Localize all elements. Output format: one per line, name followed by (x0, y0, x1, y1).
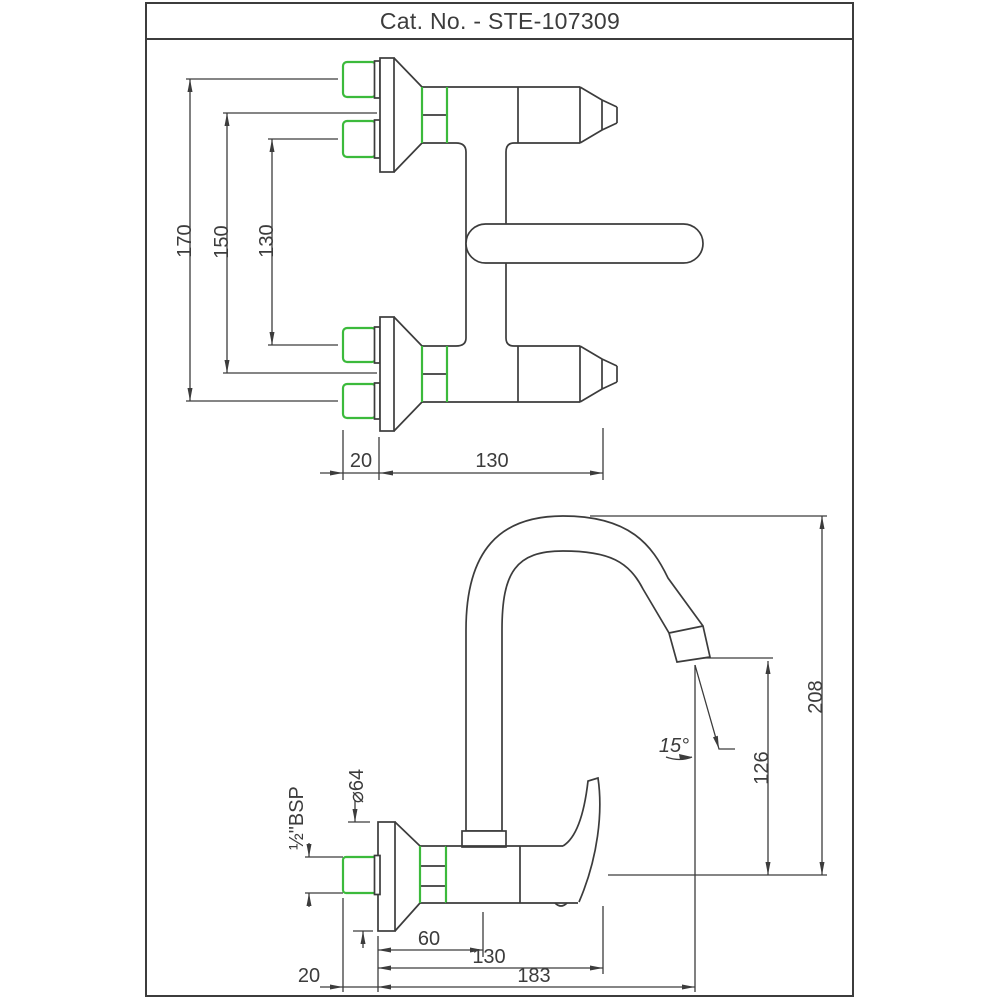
inlet-pipe (341, 119, 378, 159)
dim-body-projection-top: 130 (475, 450, 508, 472)
drawing-border (145, 2, 854, 997)
valve-body-lower (422, 346, 580, 403)
thread-dimension-lines (305, 843, 343, 907)
flange-cone-side (394, 821, 421, 932)
wall-flange (379, 316, 395, 432)
inlet-pipe (341, 382, 378, 420)
dim-inlet-span-outer: 170 (174, 224, 196, 257)
wall-flanges-top-view (379, 57, 423, 432)
valve-body-upper (422, 86, 580, 143)
eccentric-connector-side (418, 846, 448, 903)
height-dimension-lines (767, 516, 823, 875)
dim-outlet-height: 126 (751, 751, 773, 784)
valve-body-side (446, 776, 601, 907)
body-tube-left (422, 142, 467, 347)
body-outline (446, 845, 578, 904)
bottom-dimension-lines (320, 428, 604, 480)
dim-flange-diameter: ⌀64 (346, 769, 368, 803)
flange-cone (393, 316, 423, 432)
catalog-number-text: Cat. No. - STE-107309 (380, 8, 620, 34)
top-view-dimensions: 170 150 130 20 130 (174, 78, 604, 480)
inlet-pipes-top-view (341, 60, 381, 420)
dim-overall-projection: 183 (517, 965, 550, 987)
dim-spout-offset: 60 (418, 928, 440, 950)
aerator-joint (668, 625, 704, 634)
eccentric-connector-lower (420, 346, 449, 402)
pipe-cap-side (373, 854, 381, 896)
dim-wall-clearance-side: 20 (298, 965, 320, 987)
dim-wall-clearance-top: 20 (350, 450, 372, 472)
dim-inlet-thread: ½"BSP (286, 786, 308, 850)
dim-handle-projection: 130 (472, 946, 505, 968)
top-plan-view: 170 150 130 20 130 (174, 57, 704, 480)
inlet-pipe (341, 326, 378, 364)
body-screw-bump (554, 902, 568, 907)
hex-nut-facets (420, 845, 446, 904)
inlet-pipe-side (341, 855, 379, 895)
inlet-pipe (341, 60, 378, 99)
extension-lines (186, 78, 377, 402)
handle-knob (579, 86, 618, 144)
reach-dimension-lines (320, 949, 695, 988)
flange-cone (393, 57, 423, 173)
dim-inlet-span-inner: 130 (256, 224, 278, 257)
body-tube-right (505, 142, 580, 347)
side-elevation-view: 60 130 183 20 126 208 15° ⌀64 (286, 515, 827, 992)
wall-flange (379, 57, 395, 173)
page-frame (145, 2, 854, 997)
title-block: Cat. No. - STE-107309 (380, 8, 620, 34)
eccentric-connector-upper (420, 87, 449, 143)
dimension-lines (189, 79, 273, 401)
side-view-dimensions: 60 130 183 20 126 208 15° ⌀64 (286, 515, 827, 992)
dim-outlet-angle: 15° (659, 735, 689, 757)
handle-knobs-top-view (579, 86, 618, 403)
dim-inlet-span-nominal: 150 (211, 225, 233, 258)
spout-base-ring (461, 830, 507, 848)
dim-overall-height: 208 (805, 680, 827, 713)
handle-lever (562, 776, 601, 903)
handle-knob (579, 345, 618, 403)
spout-top-view (465, 223, 704, 264)
extension-lines (342, 515, 827, 992)
